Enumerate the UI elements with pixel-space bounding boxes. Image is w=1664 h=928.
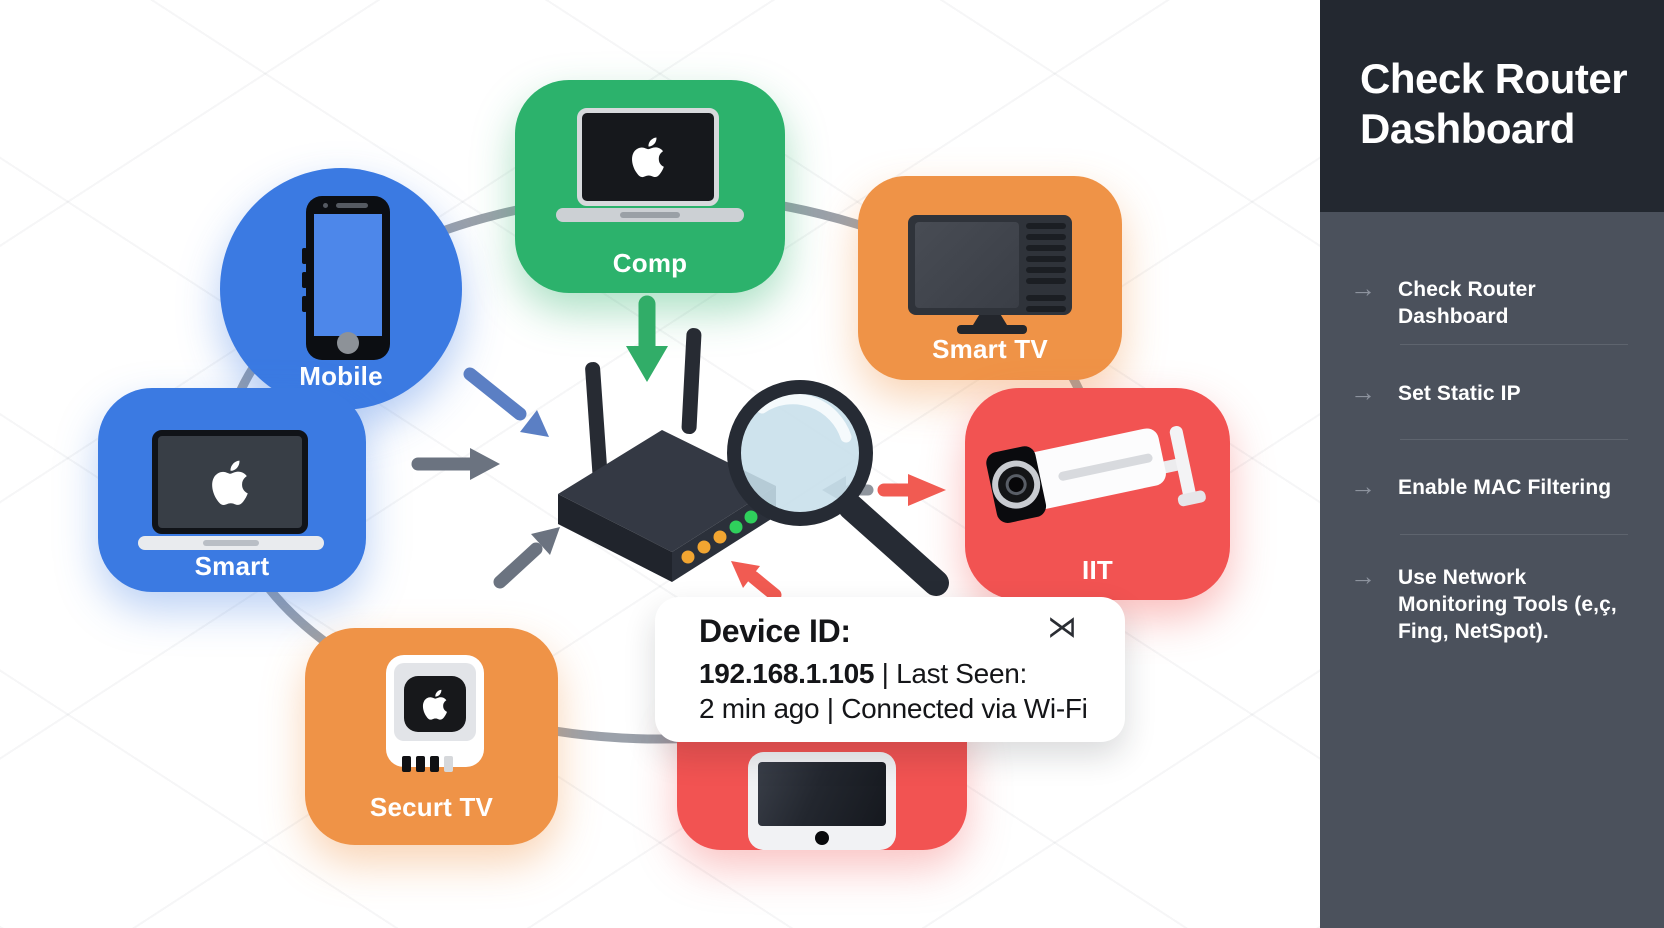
- device-tile-securt-tv[interactable]: Securt TV: [305, 628, 558, 845]
- sidebar-header: Check Router Dashboard: [1320, 0, 1664, 212]
- smartphone-icon: [302, 196, 390, 360]
- sidebar-divider: [1400, 344, 1628, 345]
- diagram-canvas: Mobile Comp Smart TV: [0, 0, 1320, 928]
- device-tile-smart-tv[interactable]: Smart TV: [858, 176, 1122, 380]
- arrow-right-icon: →: [1350, 377, 1376, 407]
- device-label: Securt TV: [369, 792, 494, 822]
- sidebar-divider: [1400, 439, 1628, 440]
- device-tooltip-card: Device ID: 192.168.1.105 | Last Seen: 2 …: [655, 597, 1125, 742]
- sidebar-item-label: Set Static IP: [1398, 382, 1521, 405]
- steps-sidebar: Check Router Dashboard → Check Router Da…: [1320, 0, 1664, 928]
- device-tile-mobile[interactable]: Mobile: [220, 168, 462, 410]
- device-label: Comp: [612, 248, 688, 278]
- tooltip-ip-line: 192.168.1.105 | Last Seen:: [699, 656, 1101, 691]
- device-label: IIT: [1082, 555, 1113, 585]
- device-tile-smart[interactable]: Smart: [98, 388, 366, 592]
- streaming-box-icon: [386, 655, 484, 772]
- device-tile-iit[interactable]: IIT: [965, 388, 1230, 600]
- arrow-right-icon: →: [1350, 273, 1376, 303]
- arrow-red-up-left: [731, 561, 782, 602]
- macbook-icon: [98, 388, 366, 558]
- arrow-blue: [463, 367, 549, 437]
- macbook-icon: [515, 80, 785, 240]
- sidebar-item-label: Check Router Dashboard: [1398, 278, 1536, 328]
- arrow-gray-right: [411, 448, 500, 480]
- arrow-right-icon: →: [1350, 561, 1376, 591]
- arrow-green-down: [626, 295, 668, 382]
- device-label: Smart TV: [932, 334, 1048, 364]
- arrow-gray-up-right: [493, 527, 560, 589]
- device-label: Smart: [194, 551, 270, 581]
- sidebar-title: Check Router Dashboard: [1360, 55, 1628, 152]
- tooltip-last-seen-label: | Last Seen:: [874, 658, 1028, 689]
- arrow-red-right: [877, 474, 946, 506]
- magnifier-icon: [727, 380, 949, 596]
- router-icon: [558, 328, 776, 582]
- arrow-right-icon: →: [1350, 471, 1376, 501]
- shuffle-icon[interactable]: ⋊: [1047, 611, 1077, 644]
- sidebar-item-label: Enable MAC Filtering: [1398, 476, 1612, 499]
- tv-icon: [908, 215, 1072, 345]
- sidebar-item-label: Use Network Monitoring Tools (e,ç, Fing,…: [1398, 566, 1617, 643]
- router-leds: [681, 501, 773, 564]
- tooltip-ip: 192.168.1.105: [699, 658, 875, 689]
- arrow-gray-left: [822, 476, 874, 504]
- tooltip-heading: Device ID:: [699, 613, 851, 649]
- tooltip-status-line: 2 min ago | Connected via Wi-Fi: [699, 693, 1088, 724]
- tablet-icon: [748, 752, 896, 850]
- device-tile-comp[interactable]: Comp: [515, 80, 785, 293]
- security-camera-icon: [986, 426, 1206, 523]
- sidebar-divider: [1400, 534, 1628, 535]
